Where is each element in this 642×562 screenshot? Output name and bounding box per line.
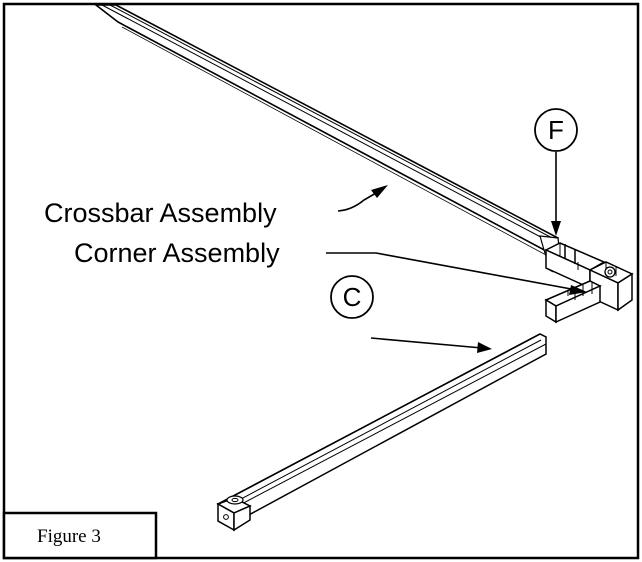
crossbar-assembly-label: Crossbar Assembly: [44, 198, 277, 228]
leader-lines: [326, 152, 583, 349]
callout-f-letter: F: [548, 115, 564, 145]
figure-caption: Figure 3: [37, 526, 101, 547]
rail-c: [216, 333, 547, 532]
callout-c-letter: C: [343, 282, 362, 312]
corner-assembly: [544, 242, 634, 324]
corner-assembly-label: Corner Assembly: [74, 238, 280, 268]
callout-f: F: [534, 108, 578, 152]
callout-c: C: [330, 275, 374, 319]
figure-caption-box: Figure 3: [2, 511, 158, 560]
crossbar-assembly: [93, 4, 561, 273]
leader-arrowheads: [371, 185, 587, 353]
